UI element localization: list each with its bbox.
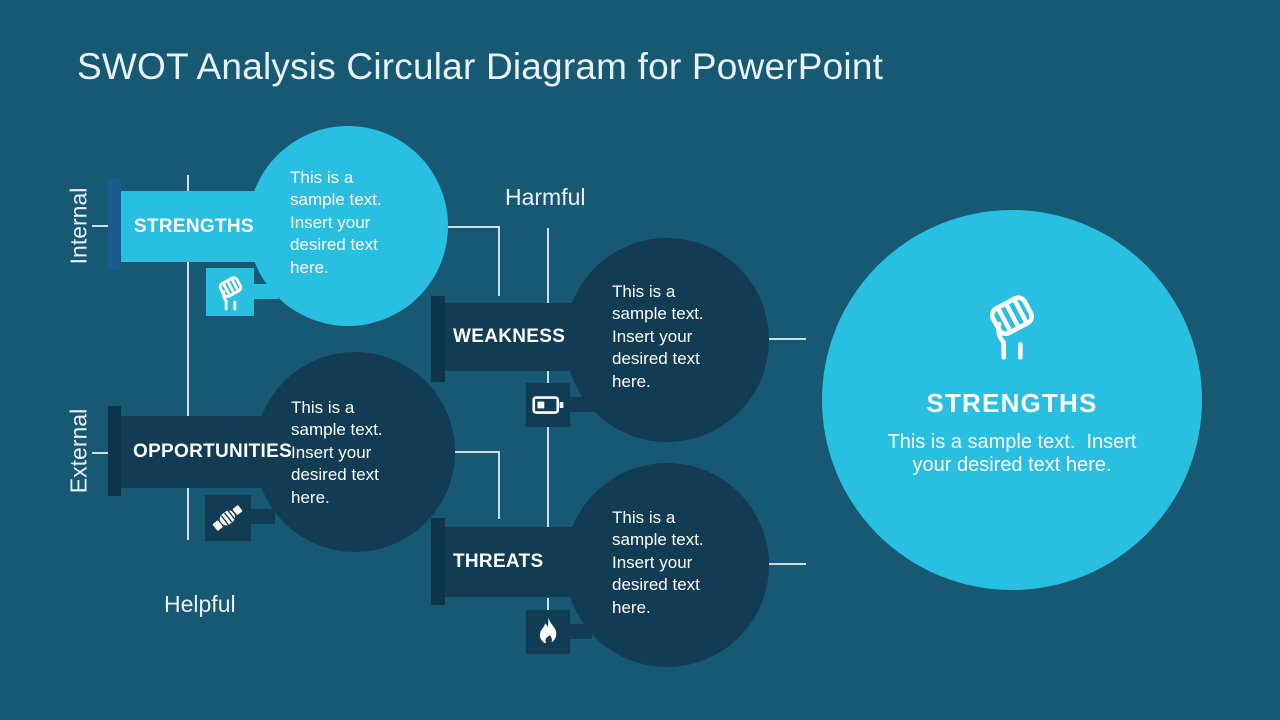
- weakness-icon-tile: [526, 383, 570, 427]
- axis-label-harmful: Harmful: [505, 184, 586, 210]
- connector-line: [547, 598, 549, 610]
- axis-label-helpful: Helpful: [164, 591, 236, 617]
- threats-label: THREATS: [453, 551, 544, 572]
- threats-icon-tab: [568, 624, 592, 639]
- page-title: SWOT Analysis Circular Diagram for Power…: [77, 46, 884, 87]
- weakness-bracket: [431, 296, 445, 382]
- detail-icon-wrap: [988, 291, 1036, 361]
- fist-icon: [218, 275, 242, 310]
- strengths-label: STRENGTHS: [134, 215, 254, 237]
- connector-line: [187, 175, 189, 191]
- weakness-label-box: WEAKNESS: [445, 303, 620, 371]
- strengths-icon-tile: [206, 268, 254, 316]
- opportunities-sample-text: This is a sample text. Insert your desir…: [291, 398, 388, 507]
- axis-tick-external: [92, 452, 109, 454]
- opportunities-label-box: OPPORTUNITIES: [121, 416, 313, 488]
- connector-line: [547, 371, 549, 383]
- axis-tick-internal: [92, 225, 109, 227]
- connector-line: [187, 262, 189, 417]
- flame-icon: [539, 617, 556, 644]
- strengths-sample-text: This is a sample text. Insert your desir…: [290, 168, 387, 277]
- strengths-icon-tab: [252, 284, 278, 299]
- detail-circle: [822, 210, 1202, 590]
- threats-label-box: THREATS: [445, 527, 620, 597]
- connector-line: [187, 488, 189, 540]
- threats-sample-text: This is a sample text. Insert your desir…: [612, 508, 709, 617]
- battery-icon: [532, 396, 564, 414]
- opportunities-icon-tile: [205, 495, 251, 541]
- connector-line: [448, 226, 499, 228]
- strengths-label-box: STRENGTHS: [121, 191, 313, 262]
- connector-line: [498, 226, 500, 296]
- opportunities-icon-tab: [249, 509, 275, 524]
- axis-label-internal: Internal: [65, 187, 92, 265]
- connector-line: [768, 563, 806, 565]
- strengths-bracket: [108, 179, 121, 269]
- fist-icon: [989, 295, 1035, 360]
- weakness-label: WEAKNESS: [453, 326, 566, 347]
- opportunities-label: OPPORTUNITIES: [133, 441, 293, 462]
- connector-line: [547, 427, 549, 527]
- connector-line: [547, 228, 549, 304]
- detail-sample-text: This is a sample text. Insert your desir…: [887, 431, 1143, 476]
- threats-icon-tile: [526, 610, 570, 654]
- weakness-sample-text: This is a sample text. Insert your desir…: [612, 282, 709, 391]
- connector-line: [498, 451, 500, 519]
- connector-line: [448, 451, 499, 453]
- handshake-icon: [212, 505, 243, 531]
- axis-label-external: External: [65, 408, 92, 494]
- detail-label: STRENGTHS: [926, 388, 1098, 418]
- weakness-icon-tab: [568, 397, 594, 412]
- opportunities-bracket: [108, 406, 121, 496]
- connector-line: [768, 338, 806, 340]
- threats-bracket: [431, 518, 445, 605]
